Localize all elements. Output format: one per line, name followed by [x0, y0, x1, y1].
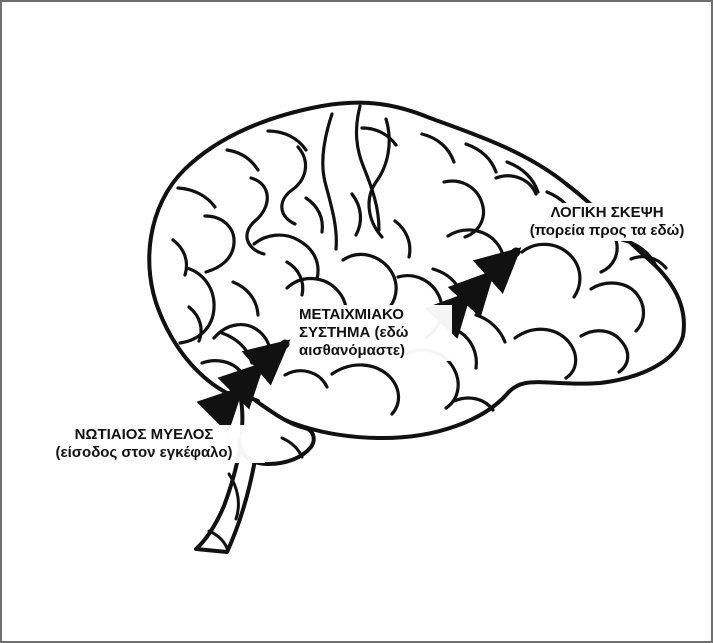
spinal-cord-label-line-2: (είσοδος στον εγκέφαλο) [55, 444, 233, 461]
arrow-3 [241, 339, 291, 386]
spinal-cord-label: ΝΩΤΙΑΙΟΣ ΜΥΕΛΟΣ (είσοδος στον εγκέφαλο) [23, 425, 265, 463]
logical-thought-label-line-1: ΛΟΓΙΚΗ ΣΚΕΨΗ [550, 204, 664, 221]
spinal-cord-label-line-1: ΝΩΤΙΑΙΟΣ ΜΥΕΛΟΣ [74, 426, 214, 443]
information-flow-arrows [196, 247, 522, 434]
limbic-system-label: ΜΕΤΑΙΧΜΙΑΚΟ ΣΥΣΤΗΜΑ (εδώ αισθανόμαστε) [297, 305, 452, 361]
limbic-system-label-line-3: αισθανόμαστε) [299, 342, 405, 359]
limbic-system-label-line-1: ΜΕΤΑΙΧΜΙΑΚΟ [299, 306, 404, 323]
logical-thought-label-line-2: (πορεία προς τα εδώ) [529, 222, 685, 239]
limbic-system-label-line-2: ΣΥΣΤΗΜΑ (εδώ [299, 324, 409, 341]
brainstem-detail [207, 436, 304, 553]
arrow-6 [472, 247, 522, 294]
logical-thought-label: ΛΟΓΙΚΗ ΣΚΕΨΗ (πορεία προς τα εδώ) [500, 203, 711, 241]
